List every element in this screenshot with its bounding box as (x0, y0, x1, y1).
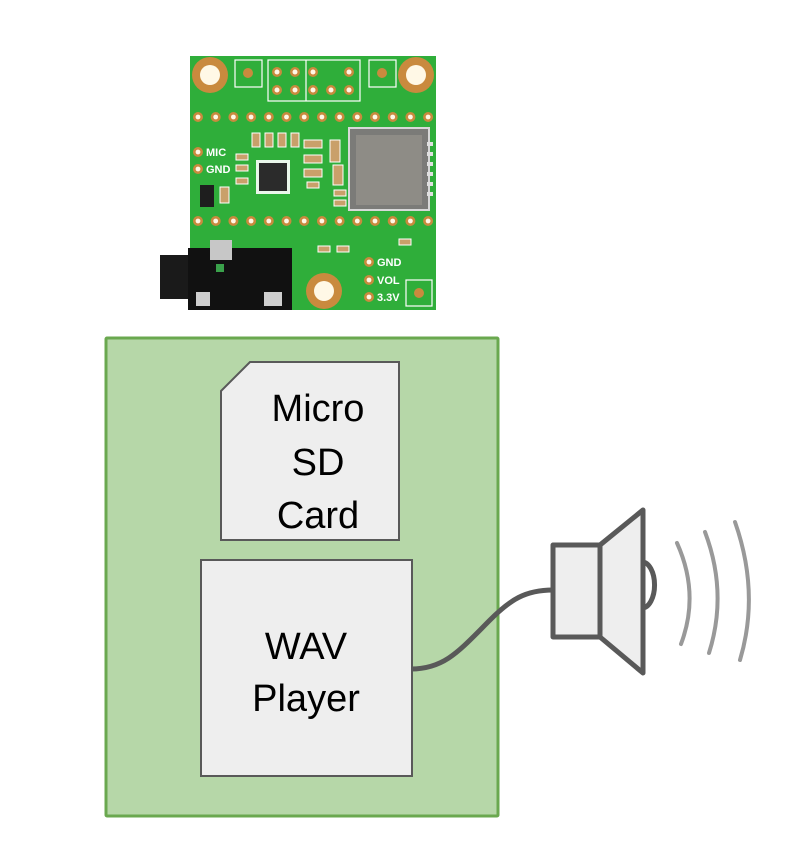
through-hole-drill (284, 114, 289, 120)
through-hole-drill (213, 218, 219, 224)
mounting-hole-bottom (306, 273, 342, 309)
sd-card-label-line2: SD (292, 442, 345, 484)
through-hole-drill (390, 218, 396, 224)
label-vol: VOL (377, 275, 400, 287)
through-hole-drill (372, 218, 378, 224)
speaker-icon (550, 507, 658, 676)
through-hole-drill (337, 114, 342, 120)
through-hole-drill (319, 114, 325, 120)
pin-vol: VOL (364, 275, 400, 287)
pin-header (267, 59, 361, 102)
audio-wire (408, 587, 556, 672)
wav-player-label-line2: Player (252, 678, 360, 720)
through-hole-drill (231, 114, 236, 120)
through-hole-drill (372, 114, 378, 120)
pin-gnd-right: GND (364, 257, 402, 269)
through-hole-drill (248, 114, 254, 120)
through-hole-drill (248, 218, 254, 224)
label-gnd-left: GND (206, 164, 231, 176)
passive-components (219, 132, 412, 253)
pcb-board: MIC GND GND VOL 3.3V (160, 56, 436, 310)
pin-gnd-left: GND (193, 164, 231, 176)
voltage-regulator (200, 185, 214, 207)
sd-card-label-line3: Card (277, 495, 359, 537)
through-hole-drill (266, 114, 272, 120)
through-hole-drill (390, 114, 396, 120)
through-hole-drill (319, 218, 325, 224)
through-hole-drill (425, 218, 431, 224)
microsd-socket (348, 127, 433, 211)
label-mic: MIC (206, 147, 226, 159)
mounting-hole-top-right (398, 57, 434, 93)
label-3v3: 3.3V (377, 292, 400, 304)
through-hole-drill (213, 114, 219, 120)
through-hole-drill (284, 218, 289, 224)
through-hole-drill (231, 218, 236, 224)
pin-row-top (193, 112, 434, 122)
through-hole-drill (266, 218, 272, 224)
through-hole-drill (301, 218, 307, 224)
audio-jack (160, 240, 292, 310)
through-hole-drill (195, 218, 201, 224)
through-hole-drill (425, 114, 431, 120)
through-hole-drill (301, 114, 307, 120)
through-hole-drill (408, 114, 413, 120)
pin-mic: MIC (193, 147, 226, 159)
sd-card-label-line1: Micro (272, 388, 365, 430)
through-hole-drill (195, 114, 201, 120)
mounting-hole-top-left (192, 57, 228, 93)
microsd-card-block: Micro SD Card (220, 361, 400, 541)
wav-player-label-line1: WAV (265, 626, 348, 668)
label-gnd-right: GND (377, 257, 402, 269)
ic-chip (256, 160, 290, 194)
through-hole-drill (354, 218, 360, 224)
wav-player-block: WAV Player (200, 559, 413, 777)
sound-waves-icon (675, 520, 751, 662)
through-hole-drill (337, 218, 342, 224)
pin-row-bottom (193, 216, 434, 226)
pin-3v3: 3.3V (364, 292, 400, 304)
through-hole-drill (354, 114, 360, 120)
through-hole-drill (408, 218, 413, 224)
